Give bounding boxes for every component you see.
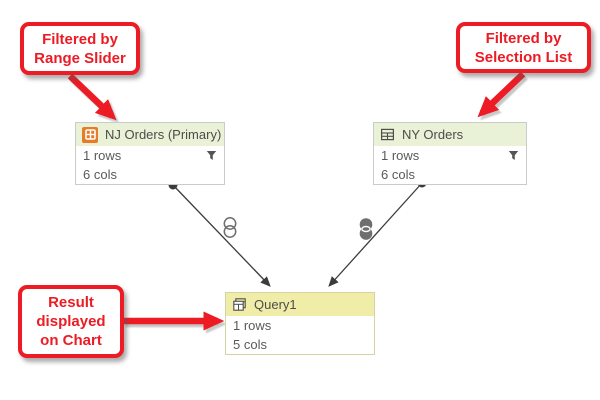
filter-funnel-icon[interactable] bbox=[508, 150, 519, 161]
node-rows-count: 1 rows bbox=[233, 318, 272, 333]
node-cols-count: 6 cols bbox=[83, 167, 117, 182]
node-rows-row: 1 rows bbox=[226, 316, 374, 335]
node-ny-orders[interactable]: NY Orders 1 rows 6 cols bbox=[373, 122, 527, 185]
callout-text-line: Filtered by bbox=[485, 29, 562, 47]
node-rows-count: 1 rows bbox=[83, 148, 122, 163]
node-title: NY Orders bbox=[402, 127, 464, 142]
node-cols-count: 5 cols bbox=[233, 337, 267, 352]
callout-text-line: on Chart bbox=[40, 332, 102, 349]
connector-ny-to-query bbox=[328, 182, 423, 287]
filter-funnel-icon[interactable] bbox=[206, 150, 217, 161]
callout-filtered-by-range-slider: Filtered by Range Slider bbox=[20, 22, 140, 75]
joined-query-icon bbox=[233, 298, 246, 311]
node-header[interactable]: NJ Orders (Primary) bbox=[76, 123, 224, 146]
node-header[interactable]: NY Orders bbox=[374, 123, 526, 146]
node-cols-row: 5 cols bbox=[226, 335, 374, 354]
callout-result-displayed-on-chart: Result displayed on Chart bbox=[18, 285, 124, 358]
data-table-icon-orange bbox=[82, 126, 98, 143]
node-cols-row: 6 cols bbox=[374, 165, 526, 184]
callout-text-line: Filtered by bbox=[42, 30, 118, 48]
node-title: Query1 bbox=[254, 297, 297, 312]
node-header[interactable]: Query1 bbox=[226, 293, 374, 316]
join-icon-outline[interactable] bbox=[222, 215, 238, 240]
node-rows-count: 1 rows bbox=[381, 148, 420, 163]
callout-filtered-by-selection-list: Filtered by Selection List bbox=[456, 22, 591, 73]
node-nj-orders[interactable]: NJ Orders (Primary) 1 rows 6 cols bbox=[75, 122, 225, 185]
node-rows-row: 1 rows bbox=[374, 146, 526, 165]
node-cols-row: 6 cols bbox=[76, 165, 224, 184]
red-arrow-shadows bbox=[70, 74, 528, 334]
node-cols-count: 6 cols bbox=[381, 167, 415, 182]
connector-nj-to-query bbox=[172, 184, 271, 287]
node-title: NJ Orders (Primary) bbox=[105, 127, 222, 142]
annotation-arrow-selection-list bbox=[477, 71, 526, 118]
callout-text-line: Result bbox=[48, 294, 94, 311]
join-icon-filled[interactable] bbox=[359, 218, 373, 240]
callout-text-line: Range Slider bbox=[34, 49, 126, 67]
annotation-arrow-range-slider bbox=[67, 73, 117, 121]
node-rows-row: 1 rows bbox=[76, 146, 224, 165]
data-table-icon bbox=[381, 128, 395, 141]
node-query1[interactable]: Query1 1 rows 5 cols bbox=[225, 292, 375, 355]
callout-text-line: displayed bbox=[36, 313, 106, 330]
callout-text-line: Selection List bbox=[474, 48, 573, 66]
